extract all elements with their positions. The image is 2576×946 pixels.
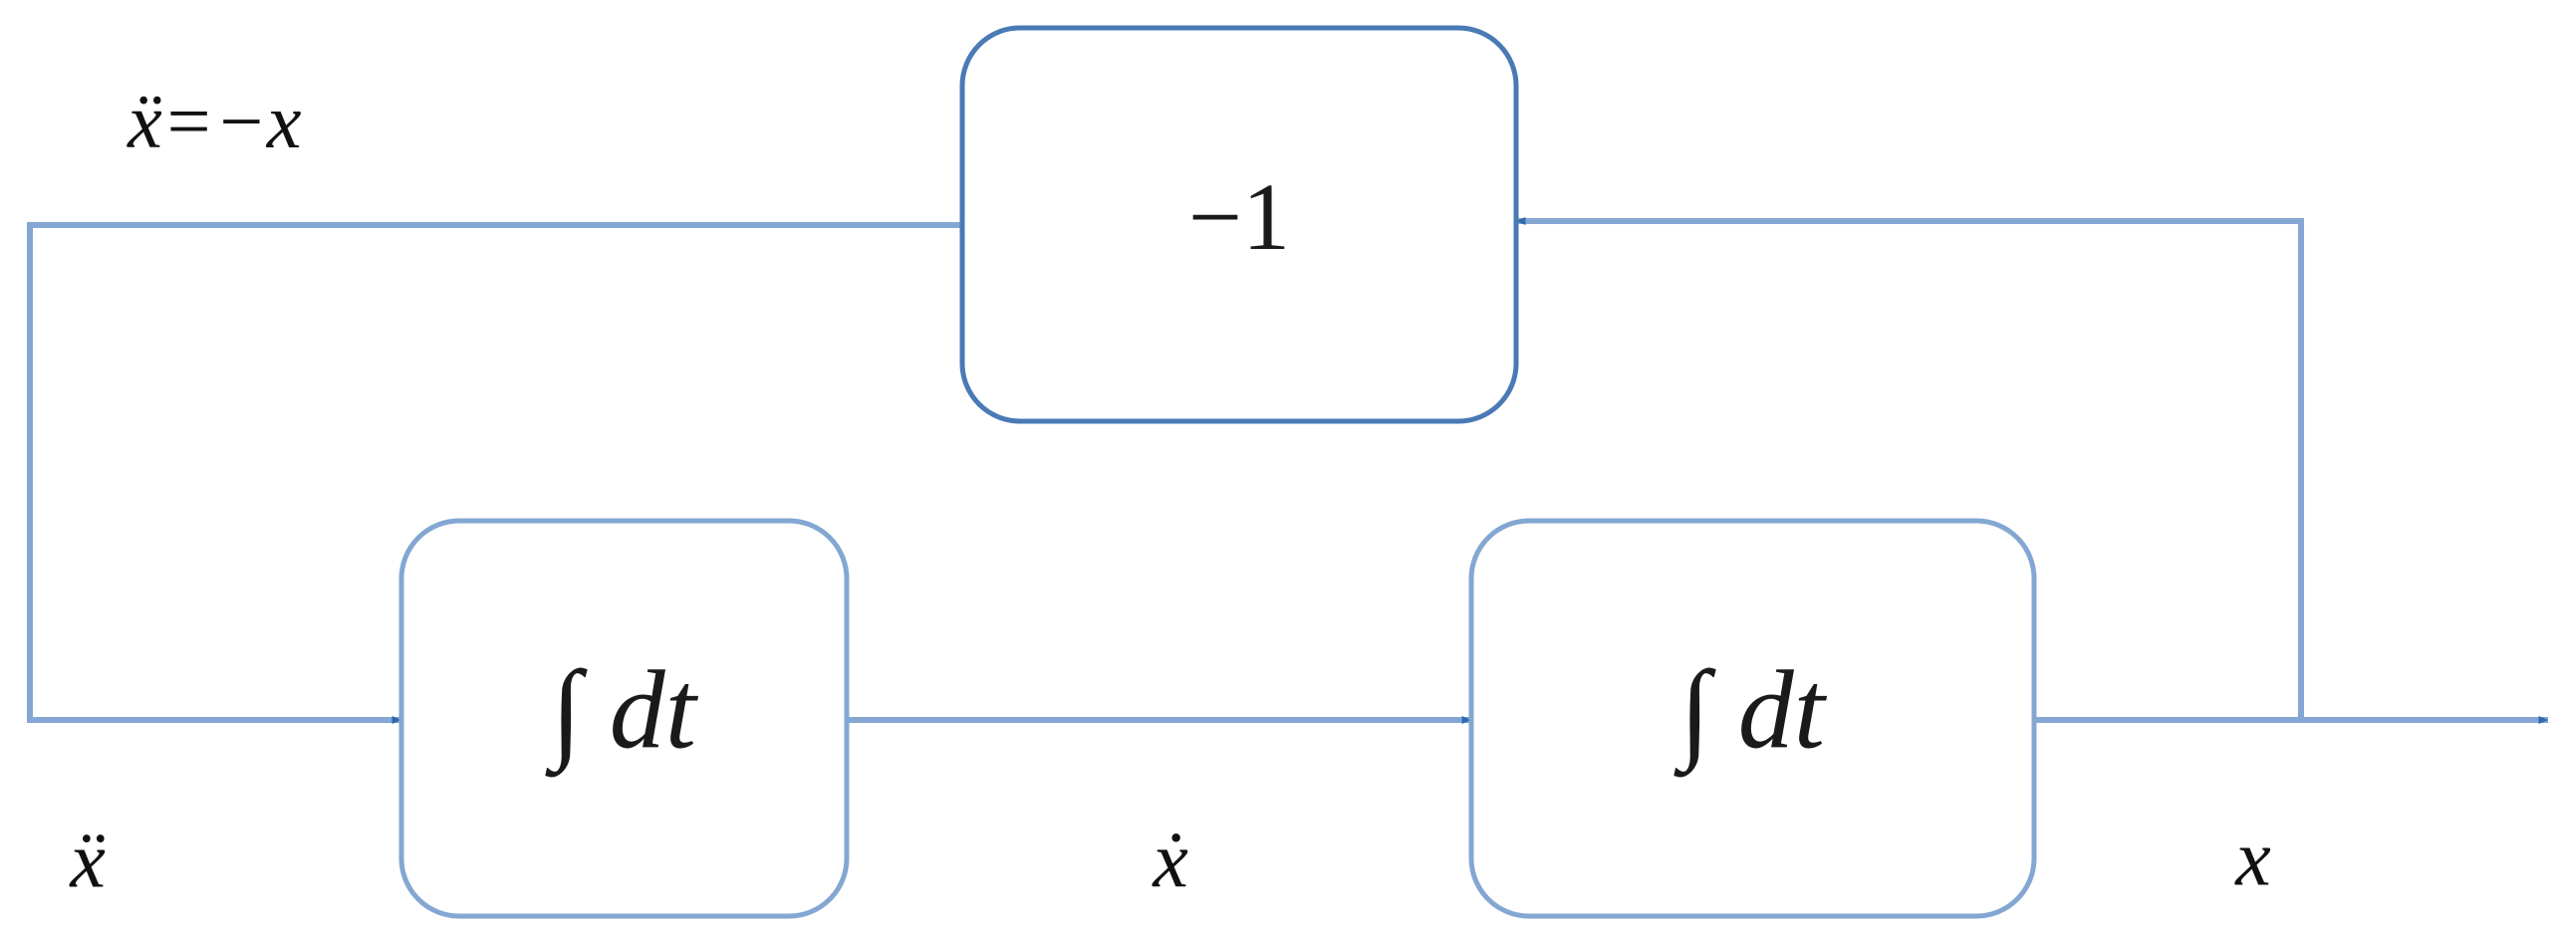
position-to-gain-path (1516, 217, 2304, 720)
gain-block-label: −1 (1188, 163, 1290, 270)
integrator-2-label: ∫ dt (1674, 649, 1828, 779)
input-acceleration-label: ẍ (69, 817, 106, 904)
gain-block-shape (959, 25, 1519, 424)
gain-block[interactable]: −1 (959, 25, 1519, 424)
position-label: x (2234, 815, 2271, 902)
integrator-2-block[interactable]: ∫ dt (1468, 518, 2037, 919)
integrator-1-shape (398, 518, 850, 919)
velocity-label: ẋ (1152, 817, 1188, 904)
system-equation-label: ẍ=−x (127, 78, 302, 164)
feedback-left-path (27, 222, 962, 724)
integrator-2-shape (1468, 518, 2037, 919)
integrator-1-label: ∫ dt (545, 649, 699, 779)
integrator-1-block[interactable]: ∫ dt (398, 518, 850, 919)
